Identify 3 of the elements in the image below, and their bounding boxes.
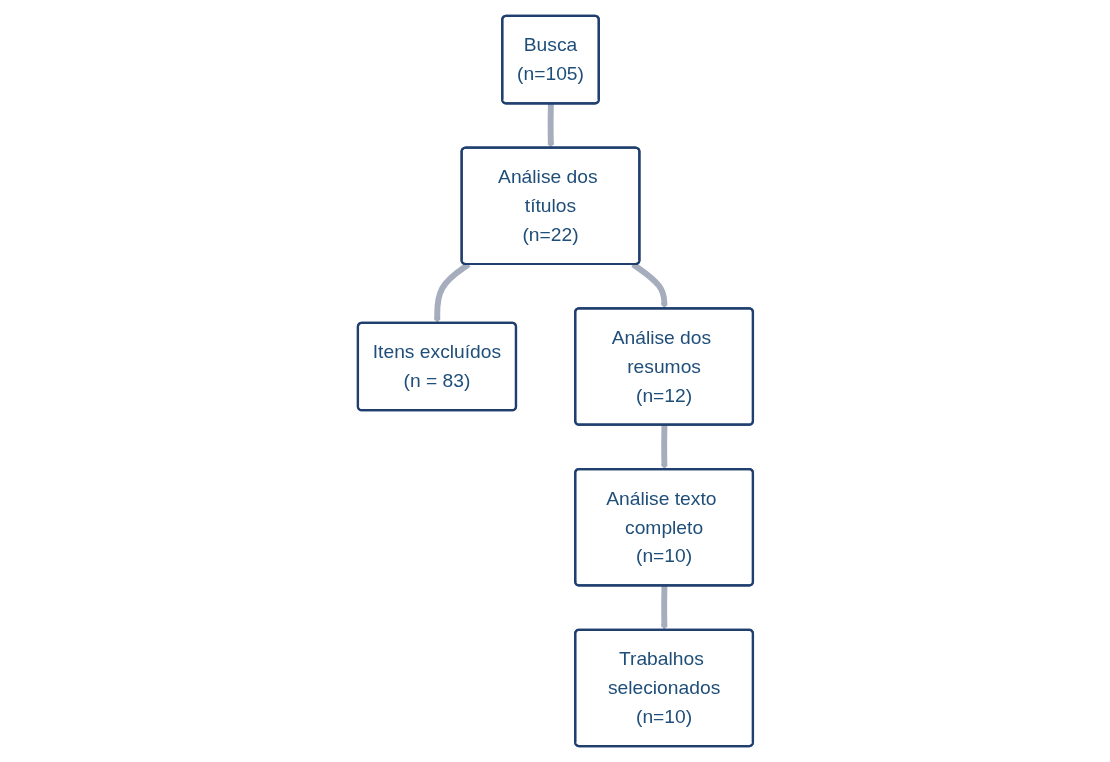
arrow	[660, 585, 668, 631]
arrow	[660, 425, 668, 470]
arrow	[547, 103, 554, 149]
